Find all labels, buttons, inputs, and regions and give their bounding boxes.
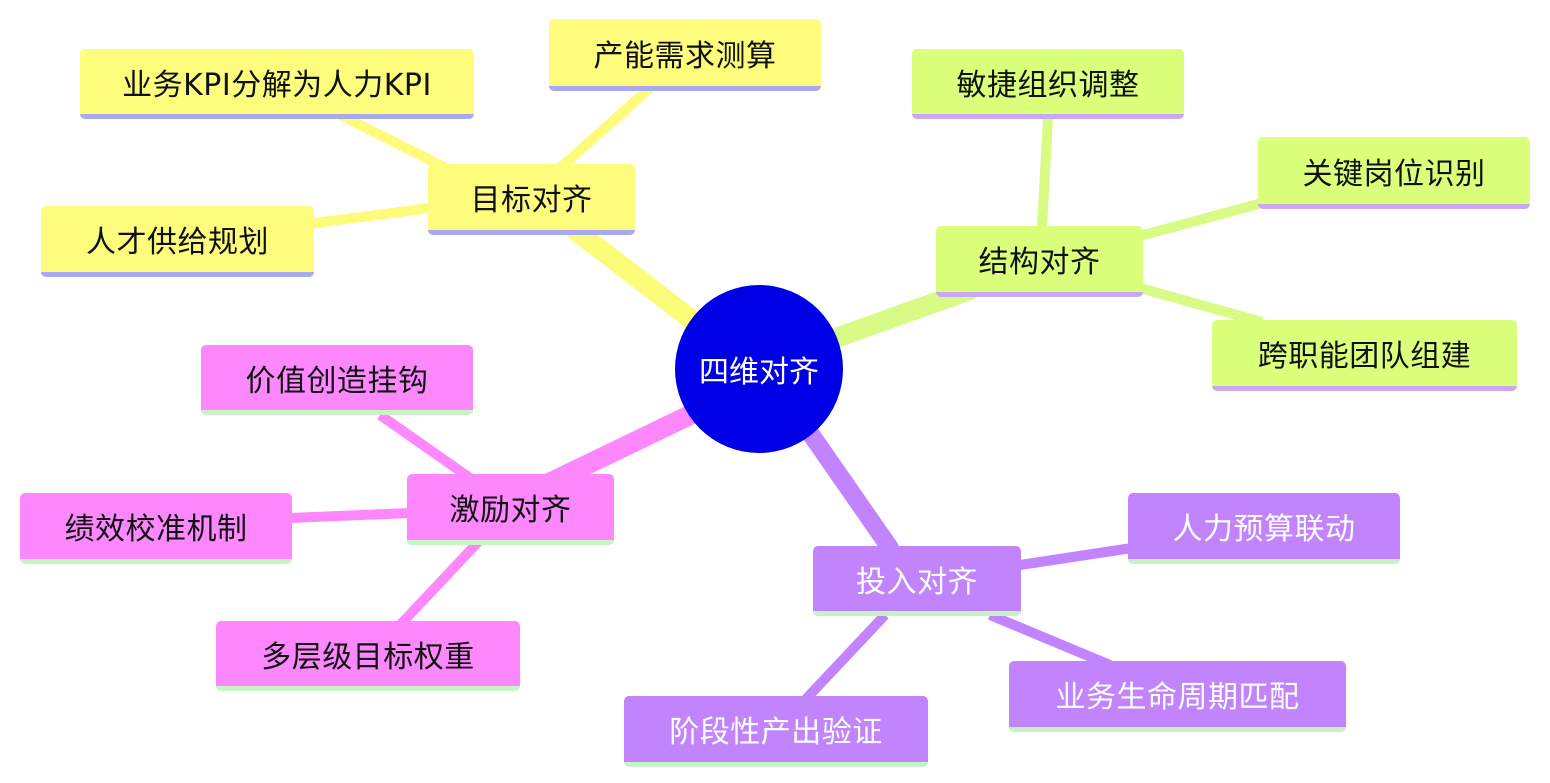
leaf-node-value: 价值创造挂钩 [201, 345, 473, 415]
leaf-node-weight: 多层级目标权重 [216, 621, 520, 691]
branch-node-incentive: 激励对齐 [407, 474, 614, 545]
leaf-label: 价值创造挂钩 [245, 363, 429, 399]
leaf-label: 产能需求测算 [593, 38, 777, 74]
link-root-investment [799, 421, 899, 557]
link-incentive-weight [396, 536, 484, 629]
leaf-label: 人才供给规划 [86, 225, 269, 260]
leaf-label: 敏捷组织调整 [956, 67, 1140, 103]
branch-label: 结构对齐 [978, 245, 1101, 280]
leaf-label: 绩效校准机制 [64, 512, 248, 547]
link-incentive-value [377, 410, 473, 483]
branch-label: 投入对齐 [856, 564, 978, 600]
link-root-target [565, 220, 715, 340]
leaf-label: 多层级目标权重 [261, 639, 475, 675]
root-label: 四维对齐 [699, 355, 819, 390]
branch-node-investment: 投入对齐 [813, 546, 1021, 616]
leaf-node-verify: 阶段性产出验证 [624, 696, 928, 767]
leaf-node-budget: 人力预算联动 [1128, 493, 1400, 564]
leaf-label: 阶段性产出验证 [669, 715, 883, 750]
branch-node-structure: 结构对齐 [936, 226, 1143, 297]
leaf-label: 人力预算联动 [1172, 512, 1356, 547]
leaf-node-lifecycle: 业务生命周期匹配 [1009, 661, 1346, 732]
leaf-node-capacity: 产能需求测算 [549, 19, 821, 91]
leaf-label: 业务生命周期匹配 [1055, 680, 1300, 715]
branch-node-target: 目标对齐 [428, 164, 635, 235]
link-root-structure [820, 280, 980, 350]
link-structure-keyroles [1138, 198, 1264, 241]
branch-label: 激励对齐 [449, 493, 572, 528]
leaf-node-crossfunc: 跨职能团队组建 [1212, 320, 1517, 391]
leaf-label: 业务KPI分解为人力KPI [122, 67, 432, 103]
leaf-node-kpi: 业务KPI分解为人力KPI [80, 49, 474, 119]
link-target-supply [299, 203, 431, 230]
leaf-node-supply: 人才供给规划 [41, 206, 314, 277]
leaf-label: 关键岗位识别 [1302, 156, 1486, 192]
root-node: 四维对齐 [675, 285, 843, 453]
link-investment-budget [1019, 543, 1133, 570]
link-target-capacity [556, 84, 654, 172]
leaf-node-calibration: 绩效校准机制 [20, 493, 292, 564]
link-structure-agile [1037, 117, 1053, 229]
branch-label: 目标对齐 [470, 183, 593, 218]
link-structure-crossfunc [1138, 283, 1264, 327]
leaf-node-agile: 敏捷组织调整 [912, 49, 1184, 119]
link-root-incentive [535, 405, 700, 495]
leaf-label: 跨职能团队组建 [1257, 339, 1472, 374]
link-investment-verify [801, 611, 889, 704]
leaf-node-keyroles: 关键岗位识别 [1258, 137, 1530, 209]
link-incentive-calibration [289, 508, 411, 523]
link-investment-lifecycle [988, 610, 1112, 670]
